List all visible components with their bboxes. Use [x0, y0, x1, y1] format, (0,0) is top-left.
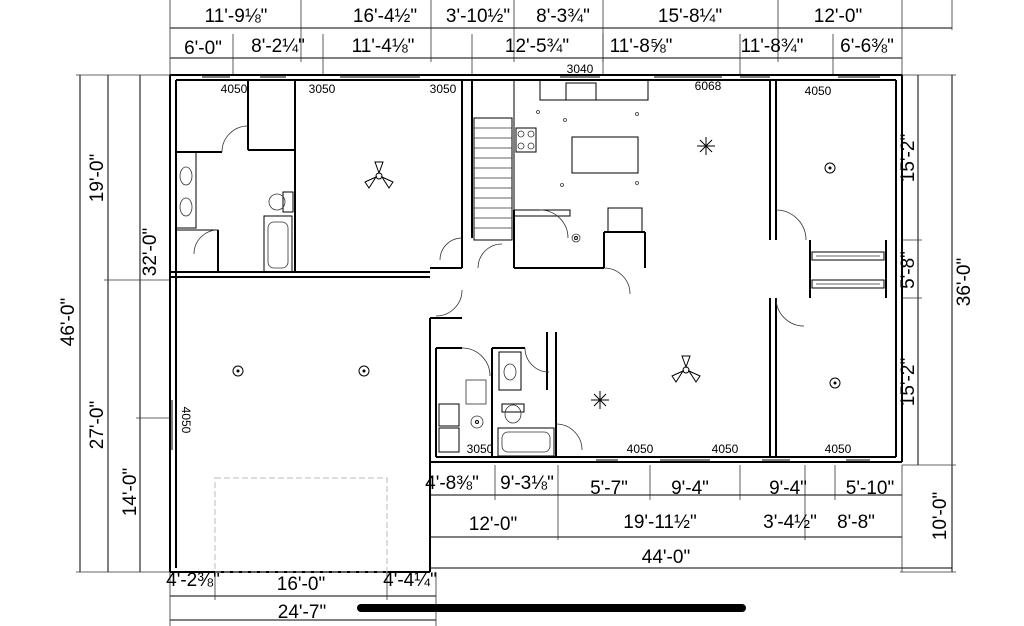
dim-label: 36'-0" [954, 258, 975, 306]
window-label: 3050 [430, 82, 457, 96]
dim-label: 5'-7" [590, 478, 628, 499]
dim-label: 8'-3¾" [536, 6, 590, 27]
dim-label: 15'-2" [898, 134, 919, 182]
dim-label: 32'-0" [140, 228, 161, 276]
dim-label: 11'-4⅛" [352, 36, 415, 57]
bathroom-fixtures [175, 151, 555, 457]
dim-label: 4'-2⅜" [166, 570, 220, 591]
stairs [473, 117, 513, 241]
dimension-labels-top: 11'-9⅛" 16'-4½" 3'-10½" 8'-3¾" 15'-8¼" 1… [184, 6, 894, 59]
ceiling-fan-living [671, 355, 701, 383]
dim-label: 4'-4¼" [383, 570, 437, 591]
dim-label: 11'-8¾" [741, 36, 804, 57]
dimension-labels-left: 46'-0" 19'-0" 27'-0" 32'-0" 14'-0" [58, 154, 161, 516]
dim-label: 4'-8⅜" [425, 473, 479, 494]
dim-label: 8'-2¼" [251, 36, 305, 57]
dim-label: 27'-0" [87, 401, 108, 449]
dim-label: 15'-8¼" [658, 6, 722, 27]
dim-label: 12'-5¾" [505, 36, 569, 57]
dim-label: 5'-10" [846, 478, 894, 499]
ceiling-lights [232, 162, 841, 389]
window-label: 6068 [695, 79, 722, 93]
window-labels: 4050 3050 3050 3040 6068 4050 4050 3050 … [179, 62, 852, 456]
kitchen [513, 80, 649, 243]
window-label: 4050 [712, 442, 739, 456]
home-indicator-bar[interactable] [357, 604, 746, 612]
dimension-labels-right: 15'-2" 5'-8" 15'-2" 36'-0" 10'-0" [898, 134, 975, 540]
dim-label: 12'-0" [814, 6, 862, 27]
pendant-light-entry [591, 391, 609, 409]
dim-label: 24'-7" [278, 602, 326, 623]
dim-label: 9'-4" [769, 478, 807, 499]
window-label: 4050 [627, 442, 654, 456]
dim-label: 11'-9⅛" [205, 6, 268, 27]
dim-label: 11'-8⅝" [610, 36, 673, 57]
dim-label: 6'-0" [184, 38, 222, 59]
dim-label: 14'-0" [120, 468, 141, 516]
dim-label: 19'-0" [87, 154, 108, 202]
dim-label: 9'-3⅛" [500, 473, 554, 494]
interior-walls [170, 80, 887, 457]
dim-label: 5'-8" [898, 251, 919, 289]
window-label: 3050 [467, 442, 494, 456]
closets [811, 251, 885, 289]
pendant-light-dining [697, 137, 715, 155]
dim-label: 16'-0" [277, 574, 325, 595]
dim-label: 10'-0" [930, 492, 951, 540]
window-label: 4050 [805, 84, 832, 98]
dimension-labels-bottom: 4'-8⅜" 9'-3⅛" 5'-7" 9'-4" 9'-4" 5'-10" 1… [166, 473, 894, 623]
window-label: 3040 [567, 62, 594, 76]
windows [171, 76, 880, 461]
door-swings [193, 125, 807, 451]
dim-label: 3'-10½" [446, 6, 510, 27]
dim-label: 9'-4" [671, 478, 709, 499]
dim-label: 16'-4½" [353, 6, 417, 27]
window-label: 4050 [825, 442, 852, 456]
window-label: 4050 [221, 82, 248, 96]
dim-label: 12'-0" [469, 514, 517, 535]
dim-label: 8'-8" [837, 512, 875, 533]
dim-label: 3'-4½" [763, 512, 817, 533]
ceiling-fan-bedroom [364, 161, 394, 189]
dim-label: 15'-2" [898, 358, 919, 406]
dim-label: 44'-0" [642, 547, 690, 568]
garage-door [214, 477, 388, 573]
dim-label: 19'-11½" [623, 512, 696, 533]
dim-label: 46'-0" [58, 298, 79, 346]
window-label: 3050 [309, 82, 336, 96]
dim-label: 6'-6⅜" [840, 36, 894, 57]
dimension-lines [76, 0, 956, 626]
window-label: 4050 [179, 407, 193, 434]
